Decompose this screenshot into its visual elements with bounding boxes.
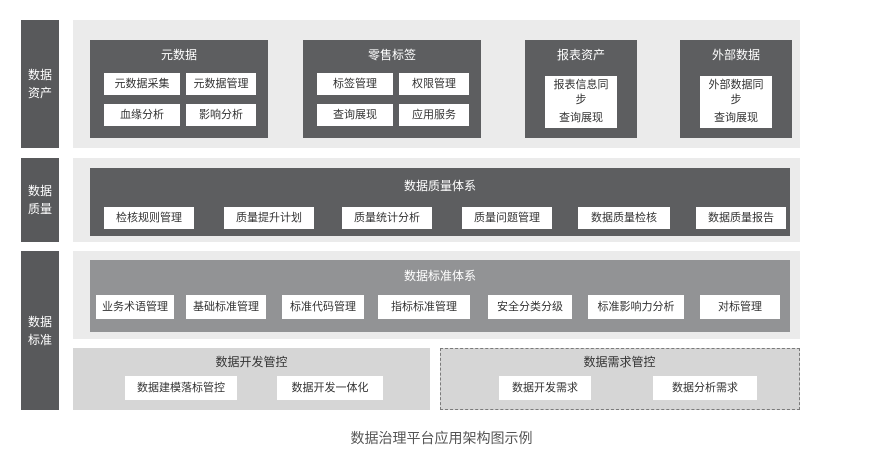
label-data-standard: 数据 标准 [21, 251, 59, 410]
cell-check-rule-manage: 检核规则管理 [104, 207, 194, 229]
cell-external-sync: 外部数据同步 [700, 76, 772, 108]
group-demand-governance-title: 数据需求管控 [583, 355, 656, 369]
cell-analysis-demand: 数据分析需求 [653, 376, 757, 400]
group-retail-tags: 零售标签 标签管理 权限管理 查询展现 应用服务 [303, 40, 481, 138]
cell-standard-code-manage: 标准代码管理 [282, 295, 364, 319]
cell-indicator-standard-manage: 指标标准管理 [378, 295, 470, 319]
group-quality-system: 数据质量体系 检核规则管理 质量提升计划 质量统计分析 质量问题管理 数据质量检… [90, 168, 790, 236]
cell-dev-demand: 数据开发需求 [499, 376, 591, 400]
group-retail-tags-title: 零售标签 [367, 48, 416, 62]
cell-model-standard-control: 数据建模落标管控 [125, 376, 237, 400]
cell-basic-standard-manage: 基础标准管理 [186, 295, 266, 319]
label-data-quality: 数据 质量 [21, 158, 59, 242]
cell-query-display: 查询展现 [317, 104, 393, 126]
group-external-data: 外部数据 外部数据同步 查询展现 [680, 40, 792, 138]
group-standard-system-title: 数据标准体系 [403, 269, 476, 283]
cell-quality-check: 数据质量检核 [578, 207, 670, 229]
cell-benchmark-manage: 对标管理 [700, 295, 780, 319]
cell-standard-influence-analysis: 标准影响力分析 [588, 295, 684, 319]
group-dev-governance-title: 数据开发管控 [215, 355, 288, 369]
group-metadata: 元数据 元数据采集 元数据管理 血缘分析 影响分析 [90, 40, 268, 138]
group-report-assets-title: 报表资产 [556, 48, 605, 62]
cell-lineage-analysis: 血缘分析 [104, 104, 180, 126]
cell-tag-manage: 标签管理 [317, 73, 393, 95]
cell-quality-report: 数据质量报告 [696, 207, 786, 229]
cell-app-service: 应用服务 [399, 104, 469, 126]
group-report-assets: 报表资产 报表信息同步 查询展现 [525, 40, 637, 138]
cell-quality-stat-analysis: 质量统计分析 [342, 207, 432, 229]
group-standard-system: 数据标准体系 业务术语管理 基础标准管理 标准代码管理 指标标准管理 安全分类分… [90, 260, 790, 332]
group-dev-governance: 数据开发管控 数据建模落标管控 数据开发一体化 [73, 348, 430, 410]
group-quality-system-title: 数据质量体系 [403, 179, 476, 193]
label-data-asset: 数据 资产 [21, 20, 59, 148]
group-metadata-title: 元数据 [160, 48, 197, 62]
cell-quality-issue-manage: 质量问题管理 [462, 207, 552, 229]
cell-report-sync: 报表信息同步 [545, 76, 617, 108]
cell-quality-improve-plan: 质量提升计划 [224, 207, 314, 229]
cell-metadata-collect: 元数据采集 [104, 73, 180, 95]
cell-external-query: 查询展现 [700, 108, 772, 128]
cell-permission-manage: 权限管理 [399, 73, 469, 95]
cell-metadata-manage: 元数据管理 [186, 73, 256, 95]
group-demand-governance: 数据需求管控 数据开发需求 数据分析需求 [440, 348, 800, 410]
group-external-data-title: 外部数据 [711, 48, 760, 62]
cell-security-classification: 安全分类分级 [488, 295, 572, 319]
figure-caption: 数据治理平台应用架构图示例 [350, 431, 533, 447]
cell-dev-integration: 数据开发一体化 [277, 376, 383, 400]
cell-impact-analysis: 影响分析 [186, 104, 256, 126]
cell-report-query: 查询展现 [545, 108, 617, 128]
cell-business-term-manage: 业务术语管理 [96, 295, 174, 319]
